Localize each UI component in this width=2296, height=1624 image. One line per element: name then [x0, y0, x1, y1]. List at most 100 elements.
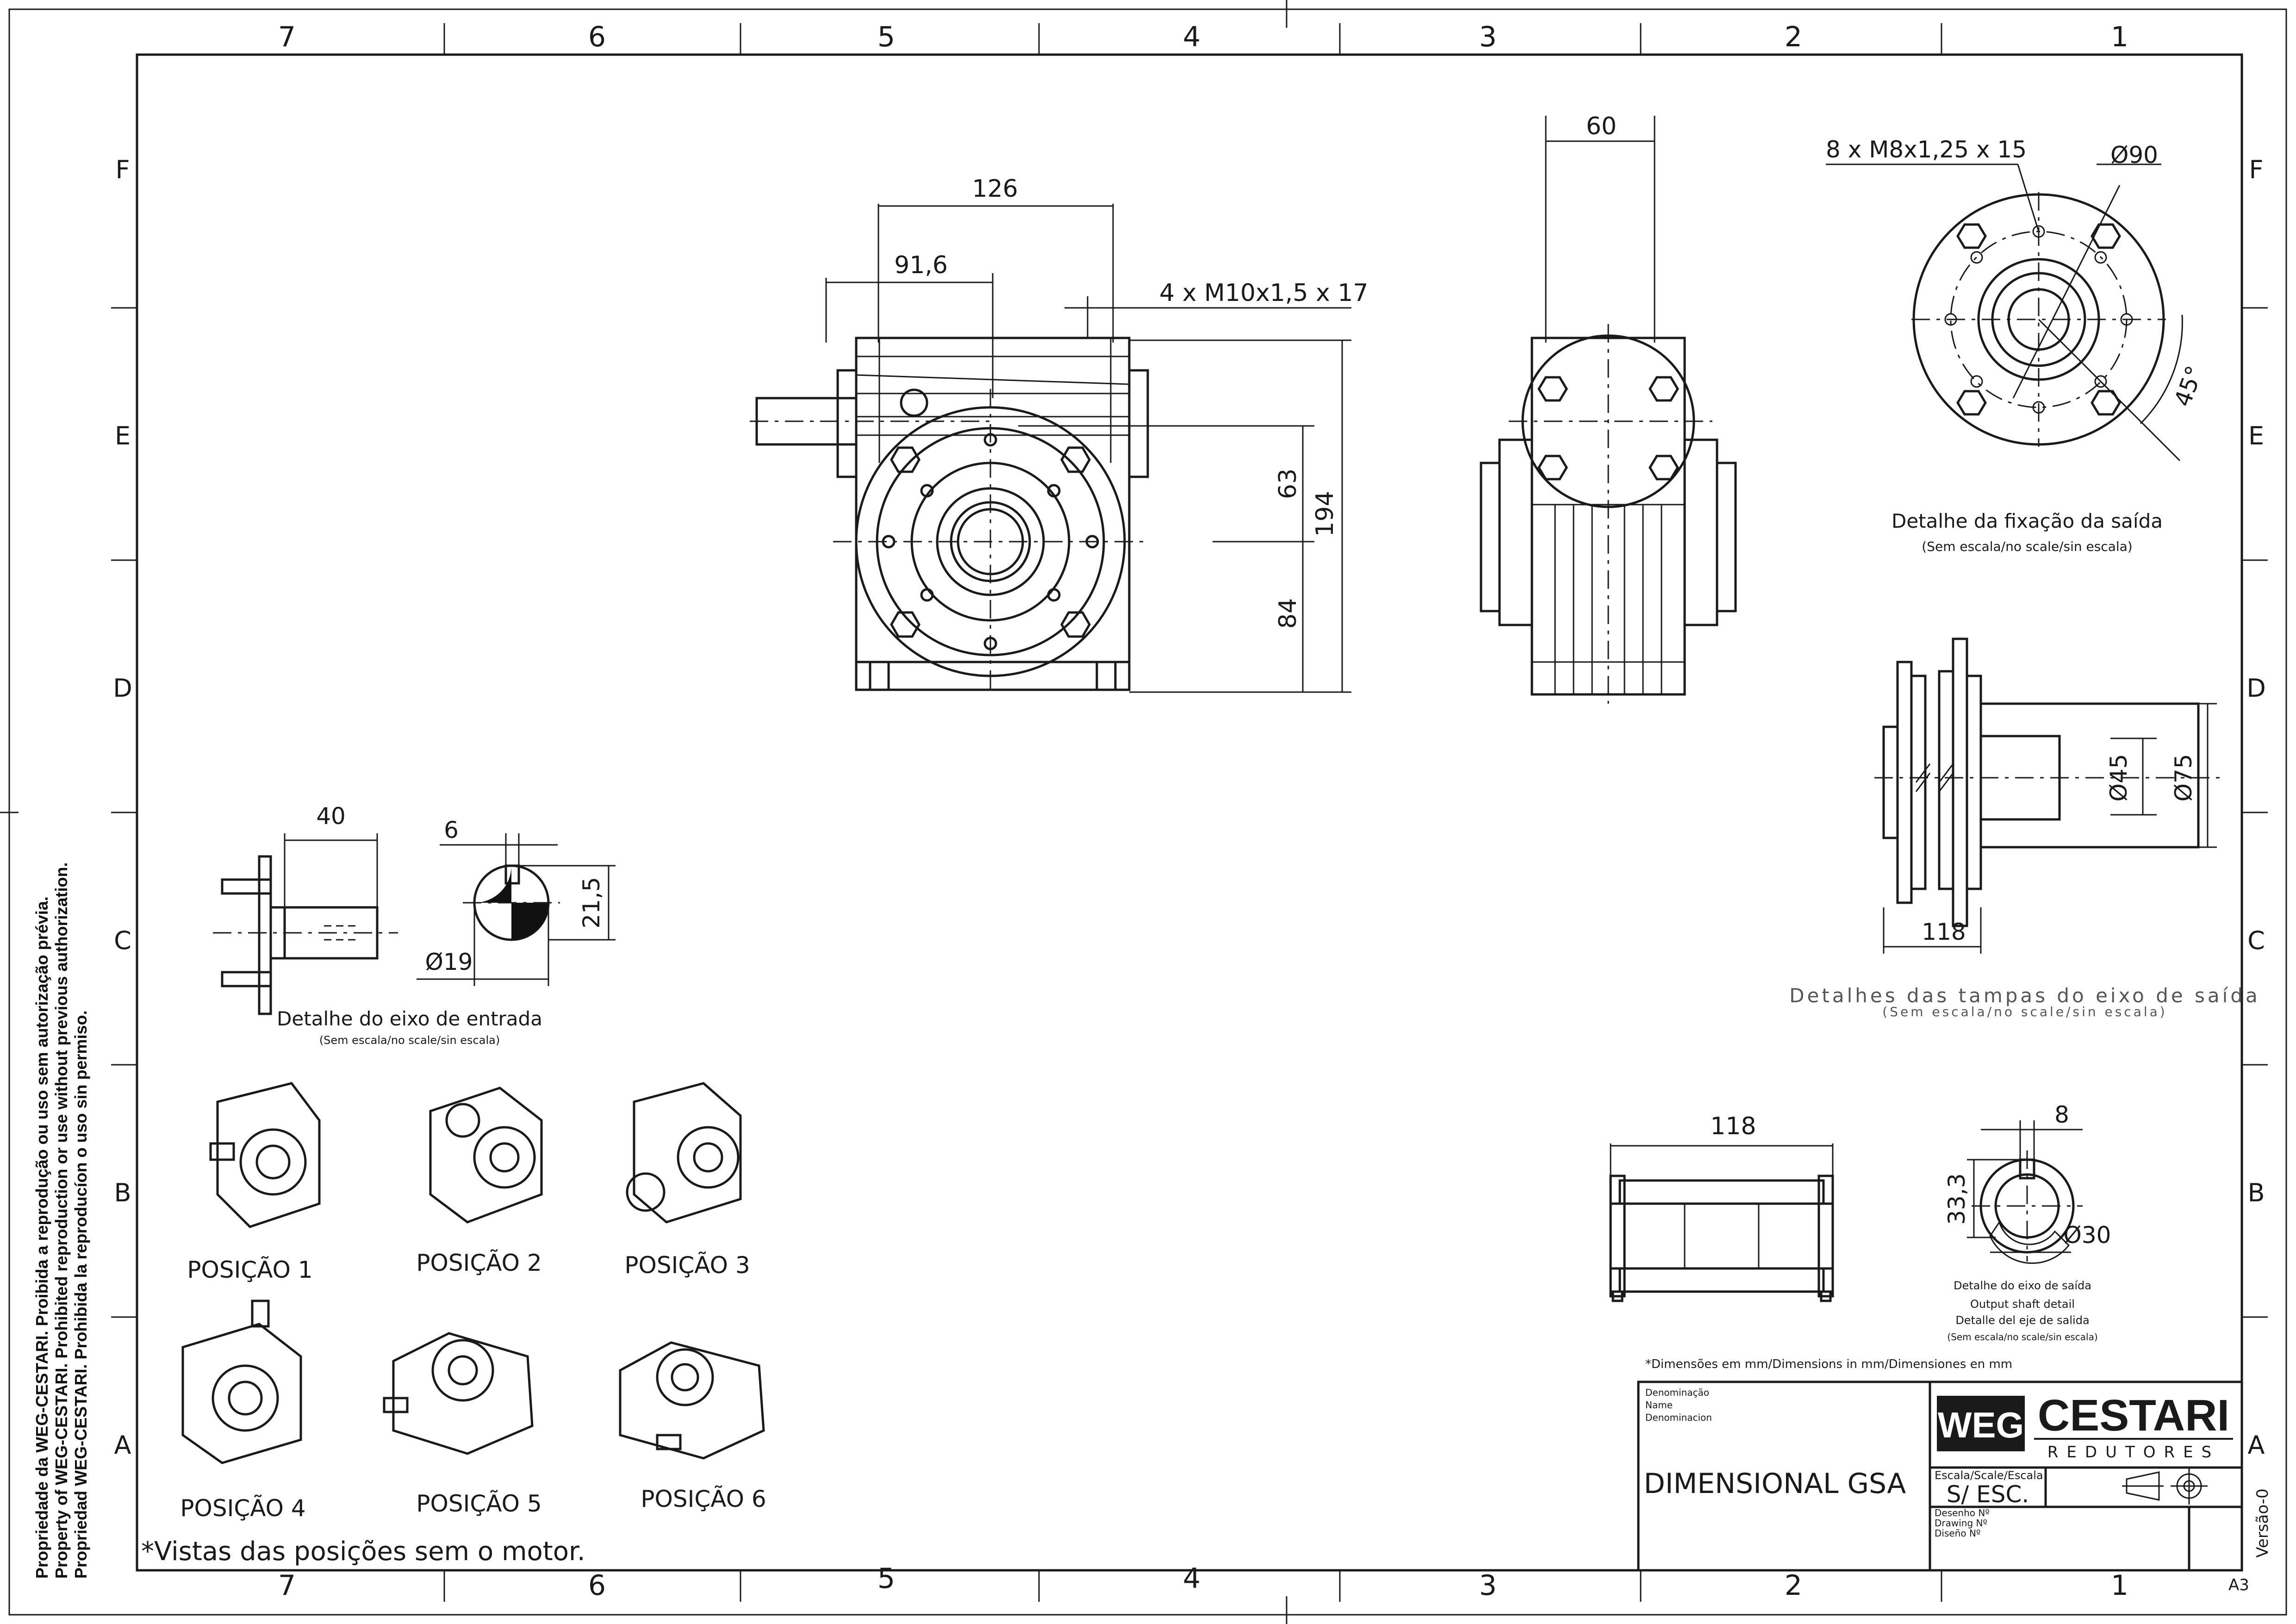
- output-covers-subtitle: (Sem escala/no scale/sin escala): [1882, 1004, 2167, 1019]
- dim-6: 6: [444, 817, 459, 843]
- row-right-A: A: [2248, 1430, 2265, 1460]
- dim-118-covers: 118: [1922, 918, 1966, 945]
- col-bottom-3: 3: [1479, 1569, 1497, 1602]
- dim-dia-19: Ø19: [425, 949, 473, 975]
- col-bottom-2: 2: [1785, 1569, 1802, 1602]
- denomination-label-es: Denominacion: [1645, 1412, 1712, 1423]
- col-bottom-6: 6: [588, 1569, 606, 1602]
- copyright-pt: Propriedade da WEG-CESTARI. Proibida a r…: [32, 896, 51, 1579]
- copyright-en: Property of WEG-CESTARI. Prohibited repr…: [52, 862, 71, 1579]
- dim-33-3: 33,3: [1943, 1173, 1970, 1224]
- position-1-label: POSIÇÃO 1: [187, 1256, 312, 1283]
- mounting-positions: POSIÇÃO 1 POSIÇÃO 2 POSIÇÃO 3 POSIÇÃO 4 …: [141, 1082, 766, 1567]
- col-bottom-7: 7: [278, 1569, 296, 1602]
- projection-symbol: [2122, 1468, 2208, 1505]
- col-top-7: 7: [278, 21, 296, 53]
- dim-thread-m8: 8 x M8x1,25 x 15: [1826, 136, 2027, 163]
- denomination-label-en: Name: [1645, 1399, 1673, 1411]
- dim-91-6: 91,6: [894, 251, 948, 279]
- dim-194: 194: [1311, 491, 1339, 537]
- side-view: 60: [1480, 112, 1737, 704]
- dim-21-5: 21,5: [578, 877, 605, 928]
- row-left-A: A: [114, 1430, 131, 1460]
- weg-logo: WEG: [1937, 1396, 2025, 1451]
- dim-84: 84: [1274, 598, 1302, 629]
- dim-dia-30: Ø30: [2064, 1222, 2111, 1249]
- row-left-F: F: [115, 155, 130, 184]
- brand-subtitle: REDUTORES: [2047, 1443, 2220, 1462]
- positions-note: *Vistas das posições sem o motor.: [141, 1537, 585, 1567]
- drawing-label-pt: Desenho Nº: [1935, 1507, 1990, 1518]
- position-6-label: POSIÇÃO 6: [641, 1486, 766, 1512]
- row-left-B: B: [114, 1178, 131, 1207]
- copyright-notice: Propriedade da WEG-CESTARI. Proibida a r…: [32, 838, 125, 1579]
- col-bottom-5: 5: [877, 1562, 895, 1595]
- row-left-E: E: [115, 421, 131, 450]
- col-bottom-1: 1: [2111, 1569, 2128, 1602]
- scale-label: Escala/Scale/Escala: [1935, 1469, 2043, 1482]
- dim-8: 8: [2054, 1101, 2069, 1128]
- input-shaft-title: Detalhe do eixo de entrada: [277, 1007, 542, 1030]
- drawing-label-es: Diseño Nº: [1935, 1528, 1980, 1539]
- position-5-label: POSIÇÃO 5: [416, 1490, 541, 1517]
- column-labels: 7 6 5 4 3 2 1 7 6 5 4 3 2 1: [278, 21, 2128, 1602]
- copyright-es: Propriedad WEG-CESTARI. Prohibida la rep…: [71, 1010, 90, 1579]
- version-label: Versão-0: [2253, 1488, 2272, 1557]
- top-view: 118: [1609, 1112, 1834, 1302]
- output-shaft-detail: 8 33,3 Ø30 Detalhe do eixo de saída Outp…: [1943, 1101, 2111, 1343]
- row-left-D: D: [113, 674, 132, 703]
- col-top-3: 3: [1479, 21, 1497, 53]
- row-right-C: C: [2247, 926, 2265, 955]
- col-top-5: 5: [877, 21, 895, 53]
- weg-logo-text: WEG: [1938, 1405, 2024, 1445]
- sheet-size: A3: [2228, 1576, 2249, 1594]
- position-5-drawing: [383, 1332, 534, 1455]
- row-left-C: C: [114, 926, 131, 955]
- position-2-label: POSIÇÃO 2: [416, 1249, 541, 1276]
- dim-118-top: 118: [1710, 1112, 1756, 1140]
- output-covers-title: Detalhes das tampas do eixo de saída: [1789, 984, 2260, 1007]
- front-view: 126 91,6 4 x M10x1,5 x 17 63 194 84: [750, 175, 1368, 694]
- output-fixing-title: Detalhe da fixação da saída: [1892, 510, 2163, 532]
- col-top-4: 4: [1183, 21, 1201, 53]
- title-block: Denominação Name Denominacion DIMENSIONA…: [1637, 1380, 2272, 1594]
- drawing-label-en: Drawing Nº: [1935, 1518, 1987, 1529]
- scale-value: S/ ESC.: [1947, 1481, 2029, 1508]
- dim-dia-75: Ø75: [2170, 754, 2197, 802]
- row-right-B: B: [2247, 1178, 2265, 1207]
- output-shaft-caption-3: Detalle del eje de salida: [1955, 1314, 2089, 1327]
- denomination-label-pt: Denominação: [1645, 1387, 1709, 1398]
- dim-126: 126: [972, 175, 1018, 203]
- dimensions-note: *Dimensões em mm/Dimensions in mm/Dimens…: [1645, 1357, 2012, 1371]
- row-right-E: E: [2248, 421, 2264, 450]
- dim-63: 63: [1274, 468, 1302, 499]
- position-3-label: POSIÇÃO 3: [624, 1252, 750, 1279]
- outer-frame: [8, 8, 2287, 1616]
- dim-dia-90: Ø90: [2110, 142, 2158, 169]
- position-2-drawing: [429, 1087, 543, 1224]
- row-right-F: F: [2249, 155, 2263, 184]
- col-top-6: 6: [588, 21, 606, 53]
- drawing-title: DIMENSIONAL GSA: [1644, 1468, 1906, 1500]
- input-shaft-detail: 40 6 21,5 Ø19 Detalhe do eixo de entrada…: [213, 803, 616, 1047]
- col-top-1: 1: [2111, 21, 2128, 53]
- dim-60: 60: [1586, 112, 1617, 140]
- output-fixing-subtitle: (Sem escala/no scale/sin escala): [1922, 539, 2132, 554]
- col-bottom-4: 4: [1183, 1562, 1201, 1595]
- output-shaft-caption-1: Detalhe do eixo de saída: [1954, 1279, 2091, 1292]
- position-1-drawing: [209, 1082, 321, 1228]
- position-3-drawing: [626, 1082, 742, 1224]
- position-6-drawing: [619, 1341, 765, 1460]
- col-top-2: 2: [1785, 21, 1802, 53]
- output-shaft-caption-2: Output shaft detail: [1970, 1298, 2075, 1311]
- row-right-D: D: [2246, 674, 2266, 703]
- dim-40: 40: [316, 803, 346, 830]
- position-4-drawing: [181, 1299, 302, 1464]
- row-labels: F E D C B A F E D C B A: [113, 155, 2266, 1460]
- output-fixing-detail: 8 x M8x1,25 x 15 Ø90 45° Detalhe da fixa…: [1826, 136, 2208, 554]
- position-4-label: POSIÇÃO 4: [180, 1495, 305, 1522]
- output-shaft-caption-4: (Sem escala/no scale/sin escala): [1947, 1331, 2097, 1343]
- output-covers-detail: Ø45 Ø75 118 Detalhes das tampas do eixo …: [1789, 637, 2260, 1019]
